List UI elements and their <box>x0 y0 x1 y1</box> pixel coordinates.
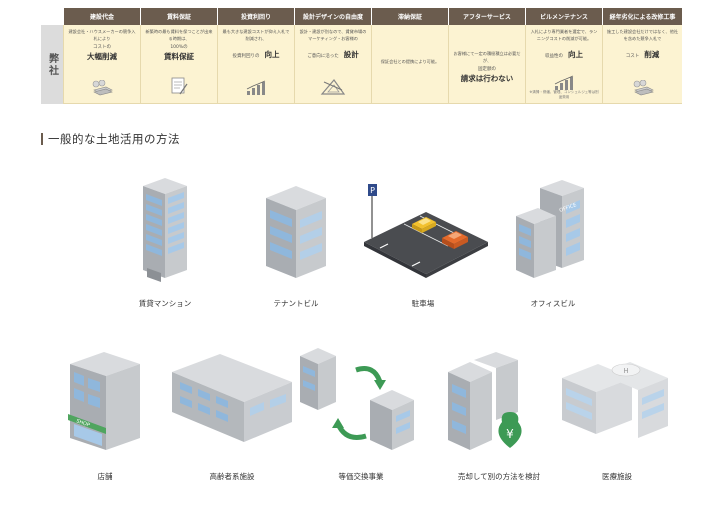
cell-highlight: 賃料保証 <box>164 52 194 61</box>
column-header: ビルメンテナンス <box>525 8 602 25</box>
column-header: 滞納保証 <box>371 8 448 25</box>
yen-sign-text: ¥ <box>506 427 514 441</box>
column-after-service: アフターサービス お客様にて一定の積極積立は必要だが、 固定額の 請求は行わない <box>448 8 525 104</box>
column-cell: 最も大きな建設コストが抑え入札で削減され、 投資利回りの 向上 <box>217 25 294 104</box>
cell-highlight: 大幅削減 <box>87 52 117 61</box>
method-label: 駐車場 <box>411 299 435 308</box>
cell-description: 施工した建設会社だけではなく、他社を含めた競争入札で <box>606 29 679 41</box>
table-corner <box>41 8 63 25</box>
cell-subtext: ご意向に沿った <box>307 54 339 59</box>
column-cell: 新築時の最も賃料を保つことが出来る時期は、 100%の 賃料保証 <box>140 25 217 104</box>
column-header: 投資利回り <box>217 8 294 25</box>
section-heading-text: 一般的な土地活用の方法 <box>48 132 180 146</box>
method-label: テナントビル <box>273 299 319 308</box>
column-header: 経年劣化による改修工事 <box>602 8 682 25</box>
column-header: アフターサービス <box>448 8 525 25</box>
parking-lot-icon: P <box>364 184 488 278</box>
parking-sign-text: P <box>370 186 375 195</box>
cell-footnote: ※清掃・修繕、管理、コンシェルジュ等は別途費用 <box>529 90 599 99</box>
comparison-table: 弊社 建設代金 建設会社・ハウスメーカーの競争入札により コストの 大幅削減 賃… <box>41 8 682 104</box>
column-arrears-guarantee: 滞納保証 保証会社との提携により可能。 <box>371 8 448 104</box>
method-label: 店舗 <box>97 472 113 481</box>
cell-description: 建設会社・ハウスメーカーの競争入札により <box>68 29 136 41</box>
row-label-text: 弊社 <box>46 52 58 77</box>
shop-icon: SHOP <box>68 352 140 450</box>
method-label: 売却して別の方法を検討 <box>457 472 541 481</box>
column-header: 賃料保証 <box>140 8 217 25</box>
cell-subtext: 100%の <box>170 45 188 50</box>
column-building-maintenance: ビルメンテナンス 入札により専門業者を選定で、ランニングコストの削減が可能。 収… <box>525 8 602 104</box>
column-renovation-work: 経年劣化による改修工事 施工した建設会社だけではなく、他社を含めた競争入札で コ… <box>602 8 682 104</box>
money-icon <box>92 80 113 96</box>
cell-description: 最も大きな建設コストが抑え入札で削減され、 <box>222 29 290 41</box>
equivalent-exchange-icon <box>300 348 414 450</box>
column-cell: 設計・建設が別なので、賃貸市場のマーケティング・お客様の ご意向に沿った 設計 <box>294 25 371 104</box>
cell-subtext: コスト <box>625 54 640 59</box>
column-cell: お客様にて一定の積極積立は必要だが、 固定額の 請求は行わない <box>448 25 525 104</box>
helipad-sign-text: H <box>623 367 628 375</box>
cell-subtext: 収益性の <box>544 54 563 59</box>
money-icon <box>633 80 654 96</box>
column-cell: 施工した建設会社だけではなく、他社を含めた競争入札で コスト 削減 <box>602 25 682 104</box>
section-heading: 一般的な土地活用の方法 <box>41 132 180 146</box>
column-cell: 保証会社との提携により可能。 <box>371 25 448 104</box>
cell-highlight: 請求は行わない <box>460 74 514 83</box>
method-label: オフィスビル <box>530 299 576 308</box>
section-heading-bar <box>41 133 43 145</box>
method-label: 賃貸マンション <box>138 299 192 308</box>
bar-chart-icon <box>246 80 266 95</box>
cell-description: 設計・建設が別なので、賃貸市場のマーケティング・お客様の <box>299 29 367 41</box>
column-design-freedom: 設計デザインの自由度 設計・建設が別なので、賃貸市場のマーケティング・お客様の … <box>294 8 371 104</box>
cell-description: 新築時の最も賃料を保つことが出来る時期は、 <box>145 29 213 41</box>
method-label: 高齢者系施設 <box>209 472 255 481</box>
hospital-icon: H <box>562 362 668 438</box>
column-header: 建設代金 <box>63 8 140 25</box>
column-rent-guarantee: 賃料保証 新築時の最も賃料を保つことが出来る時期は、 100%の 賃料保証 <box>140 8 217 104</box>
cell-highlight: 向上 <box>264 50 280 59</box>
column-cell: 建設会社・ハウスメーカーの競争入札により コストの 大幅削減 <box>63 25 140 104</box>
column-header: 設計デザインの自由度 <box>294 8 371 25</box>
senior-facility-icon <box>172 354 292 442</box>
office-building-icon: OFFICE <box>516 180 584 278</box>
column-investment-yield: 投資利回り 最も大きな建設コストが抑え入札で削減され、 投資利回りの 向上 <box>217 8 294 104</box>
tall-apartment-icon <box>143 178 187 282</box>
cell-description: 入札により専門業者を選定で、ランニングコストの削減が可能。 <box>530 29 598 41</box>
bar-chart-icon <box>554 75 574 90</box>
tenant-building-icon <box>266 186 326 278</box>
drafting-tools-icon <box>320 79 346 95</box>
cell-description: お客様にて一定の積極積立は必要だが、 <box>453 51 521 63</box>
shop-sign-text: SHOP <box>75 418 90 428</box>
row-label: 弊社 <box>41 25 63 104</box>
cell-description: 保証会社との提携により可能。 <box>380 59 440 64</box>
column-construction-cost: 建設代金 建設会社・ハウスメーカーの競争入札により コストの 大幅削減 <box>63 8 140 104</box>
method-label: 等価交換事業 <box>338 472 384 481</box>
method-label: 医療施設 <box>602 472 632 481</box>
document-check-icon <box>171 77 188 95</box>
cell-subtext: コストの <box>93 45 111 50</box>
cell-subtext: 固定額の <box>478 67 496 72</box>
column-cell: 入札により専門業者を選定で、ランニングコストの削減が可能。 収益性の 向上 ※清… <box>525 25 602 104</box>
cell-highlight: 設計 <box>343 50 359 59</box>
sell-building-icon: ¥ <box>448 352 522 450</box>
cell-subtext: 投資利回りの <box>232 54 260 59</box>
cell-highlight: 向上 <box>568 50 584 59</box>
office-sign-text: OFFICE <box>559 202 578 214</box>
cell-highlight: 削減 <box>644 50 660 59</box>
